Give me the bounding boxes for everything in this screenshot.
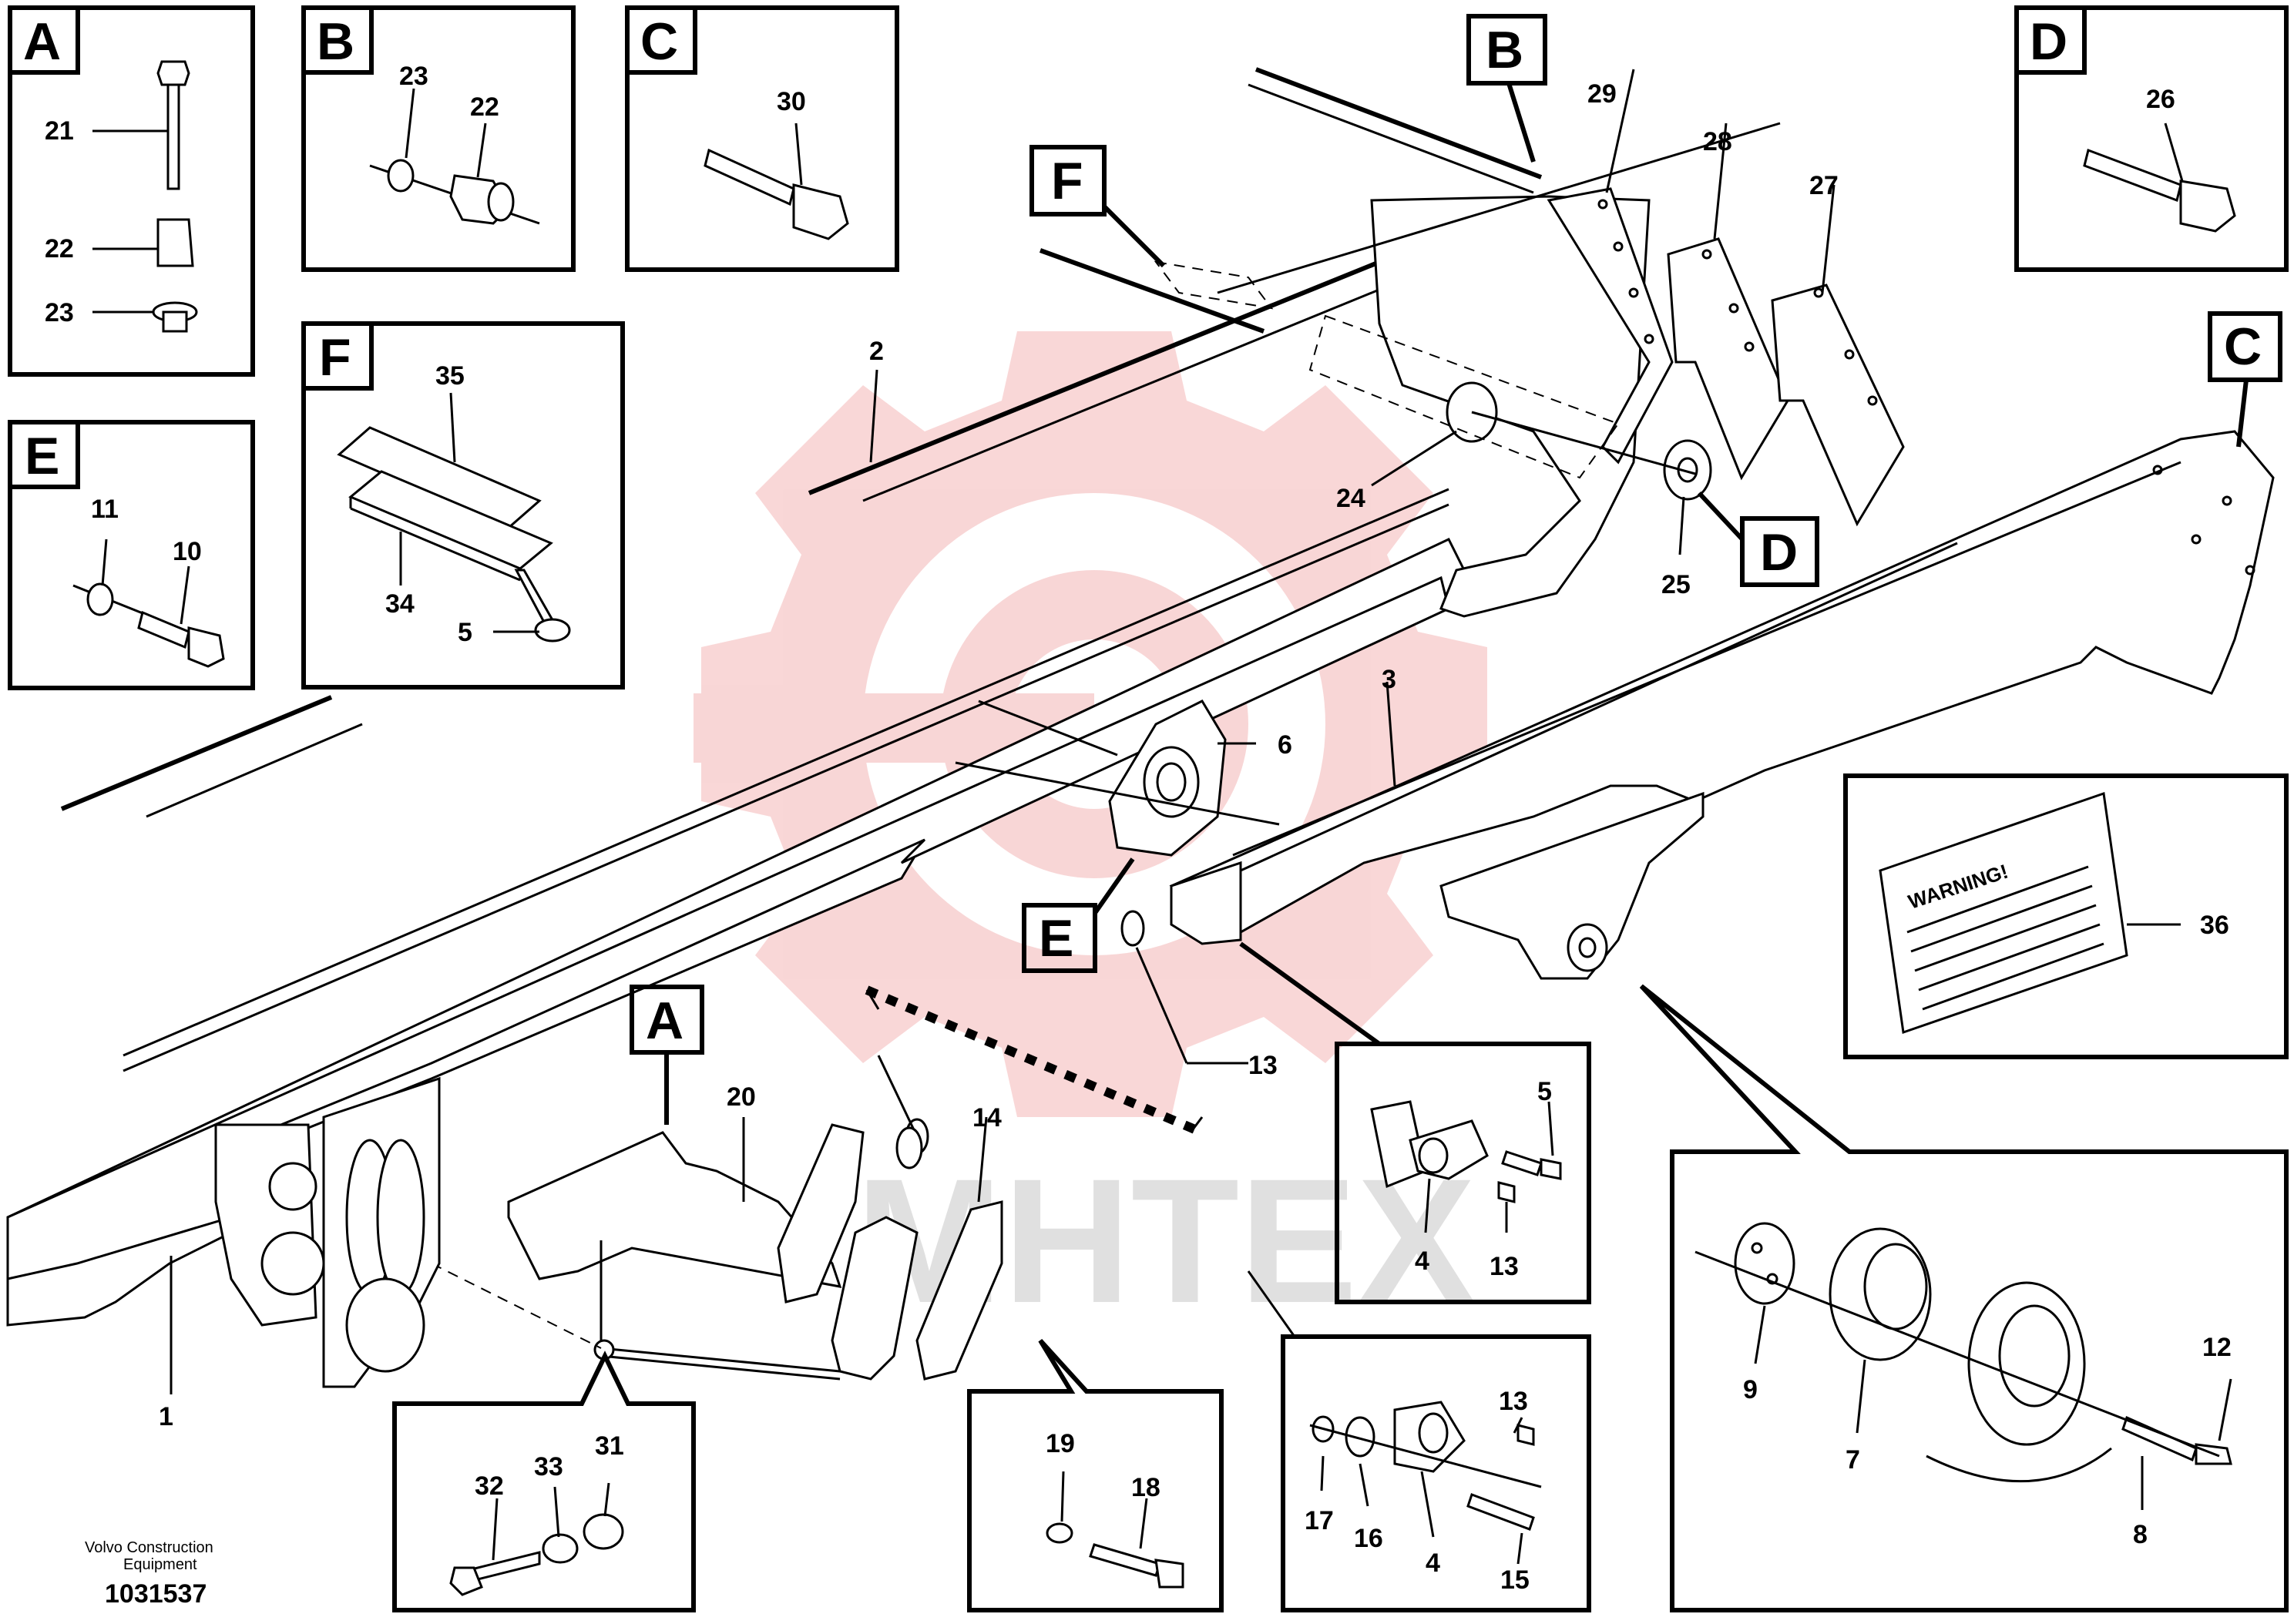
label-13: 13 — [1248, 1051, 1278, 1080]
label-25: 25 — [1661, 570, 1691, 599]
label-5: 5 — [458, 618, 472, 647]
label-31: 31 — [595, 1431, 624, 1461]
label-33: 33 — [534, 1452, 563, 1481]
svg-text:E: E — [25, 427, 59, 485]
detail-box-D: D — [2014, 5, 2289, 272]
label-18: 18 — [1131, 1473, 1160, 1502]
label-13: 13 — [1490, 1252, 1519, 1281]
svg-text:D: D — [1760, 523, 1798, 582]
footer-company-line1: Volvo Construction — [85, 1539, 213, 1556]
detail-box-E: E — [8, 420, 255, 690]
detail-box-B: B — [301, 5, 576, 272]
label-28: 28 — [1703, 127, 1732, 156]
detail-box-4-13-15-16-17 — [1247, 1270, 1591, 1612]
label-8: 8 — [2133, 1520, 2148, 1549]
detail-box-C: C — [625, 5, 899, 272]
label-34: 34 — [385, 589, 415, 619]
footer: Volvo Construction Equipment 1031537 — [85, 1539, 213, 1609]
label-29: 29 — [1587, 79, 1617, 109]
detail-box-nut-bolt — [392, 1351, 696, 1612]
label-22: 22 — [470, 92, 499, 122]
label-20: 20 — [727, 1082, 756, 1112]
label-30: 30 — [777, 87, 806, 116]
callout-E: E — [1022, 857, 1135, 973]
callout-B: B — [1466, 14, 1547, 163]
label-4: 4 — [1415, 1247, 1429, 1276]
leader-lines — [742, 69, 1836, 1203]
svg-text:C: C — [2224, 317, 2262, 376]
svg-text:A: A — [646, 992, 683, 1050]
svg-text:E: E — [1039, 909, 1073, 968]
label-27: 27 — [1809, 171, 1839, 200]
detail-box-F: F — [301, 321, 625, 690]
label-11: 11 — [91, 495, 119, 524]
footer-doc-number: 1031537 — [105, 1579, 207, 1609]
label-5: 5 — [1537, 1077, 1552, 1106]
label-2: 2 — [869, 337, 884, 366]
label-14: 14 — [972, 1103, 1002, 1132]
label-36: 36 — [2200, 911, 2229, 940]
main-frame — [6, 67, 2275, 1394]
label-24: 24 — [1336, 484, 1365, 513]
svg-text:D: D — [2030, 12, 2067, 71]
callout-C: C — [2208, 311, 2282, 448]
label-35: 35 — [435, 361, 465, 391]
svg-text:F: F — [1051, 152, 1083, 210]
part-number-labels: 21 22 23 23 22 30 26 11 10 35 34 5 2 29 … — [45, 62, 2232, 1595]
warning-label-box: WARNING! — [1843, 773, 2289, 1059]
label-15: 15 — [1500, 1565, 1530, 1595]
svg-text:F: F — [319, 328, 351, 387]
svg-text:A: A — [23, 12, 61, 71]
label-26: 26 — [2146, 85, 2175, 114]
detail-box-A: A — [8, 5, 255, 377]
label-21: 21 — [45, 116, 74, 146]
label-17: 17 — [1305, 1506, 1334, 1535]
label-16: 16 — [1354, 1524, 1383, 1553]
detail-box-18-19 — [967, 1338, 1224, 1612]
detail-box-7-8-9-12 — [1639, 984, 2289, 1612]
callout-F: F — [1029, 145, 1166, 268]
label-13: 13 — [1499, 1387, 1528, 1416]
label-6: 6 — [1278, 730, 1292, 760]
label-9: 9 — [1743, 1375, 1758, 1404]
callout-A: A — [630, 985, 704, 1125]
label-19: 19 — [1046, 1429, 1075, 1458]
label-23: 23 — [45, 298, 74, 327]
label-1: 1 — [159, 1402, 173, 1431]
label-12: 12 — [2202, 1333, 2232, 1362]
svg-text:B: B — [317, 12, 354, 71]
callout-D: D — [1697, 491, 1819, 587]
svg-text:B: B — [1486, 21, 1523, 79]
label-7: 7 — [1846, 1445, 1860, 1475]
label-10: 10 — [173, 537, 202, 566]
label-32: 32 — [475, 1471, 504, 1501]
label-4: 4 — [1426, 1549, 1440, 1578]
svg-text:C: C — [640, 12, 678, 71]
label-23: 23 — [399, 62, 428, 91]
label-3: 3 — [1382, 665, 1396, 694]
footer-company-line2: Equipment — [123, 1556, 197, 1573]
label-22: 22 — [45, 234, 74, 263]
detail-box-4-5-13 — [1239, 941, 1591, 1304]
